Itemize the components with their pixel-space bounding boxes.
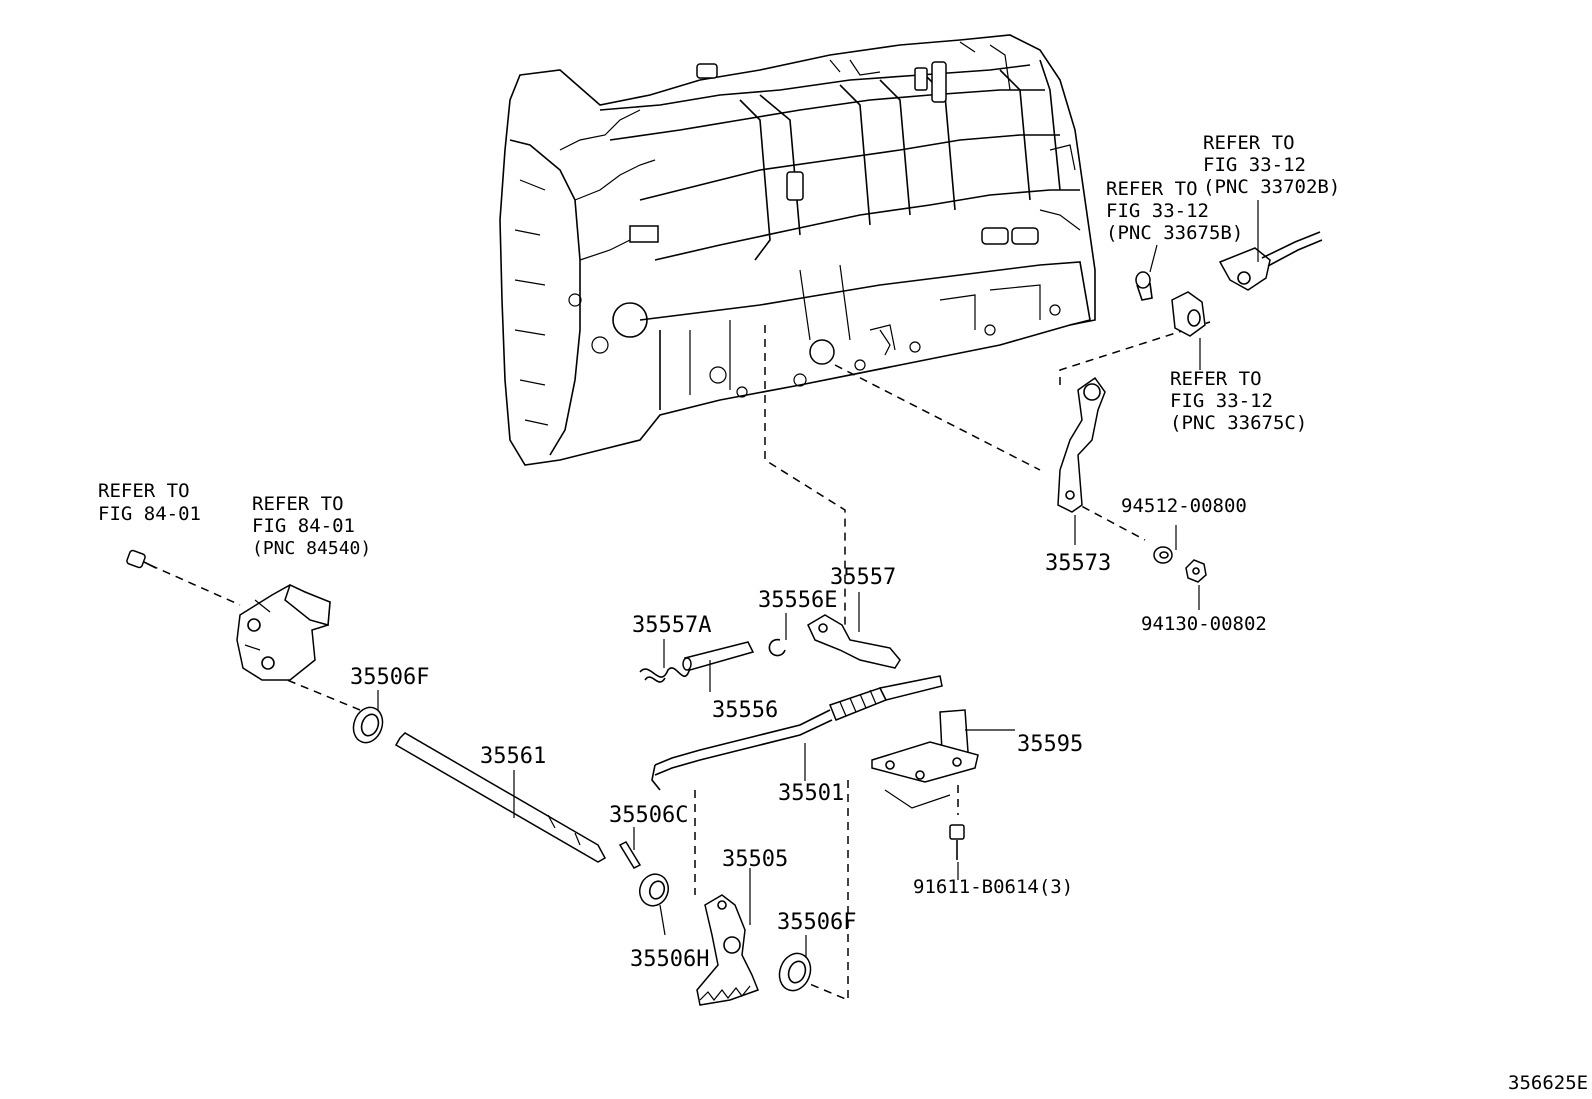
figure-id: 356625E xyxy=(1508,1072,1588,1094)
ref-33675c-line3: (PNC 33675C) xyxy=(1170,412,1307,434)
neutral-start-switch-drawing xyxy=(236,583,331,681)
bolt-icon xyxy=(126,549,157,569)
spring-35557a-drawing xyxy=(639,667,691,683)
part-91611-b0614: 91611-B0614(3) xyxy=(913,876,1073,898)
nut-94130-drawing xyxy=(1185,559,1207,583)
ref-33675b-line2: FIG 33-12 xyxy=(1106,200,1209,222)
ref-33702b-line3: (PNC 33702B) xyxy=(1203,176,1340,198)
bolt-91611-drawing xyxy=(949,785,965,860)
ref-84540-line2: FIG 84-01 xyxy=(252,515,355,537)
spring-pin-35506c-drawing xyxy=(618,841,642,869)
part-35556: 35556 xyxy=(712,698,778,723)
part-35595: 35595 xyxy=(1017,732,1083,757)
part-94130-00802: 94130-00802 xyxy=(1141,613,1267,635)
part-35557: 35557 xyxy=(830,565,896,590)
part-35561: 35561 xyxy=(480,744,546,769)
oil-seal-35506f-top-drawing xyxy=(352,706,384,744)
part-35556e: 35556E xyxy=(758,588,837,613)
part-35501: 35501 xyxy=(778,781,844,806)
ref-33675b-line3: (PNC 33675B) xyxy=(1106,222,1243,244)
bracket-35595-drawing xyxy=(871,709,979,809)
bushing-33675b-drawing xyxy=(1135,271,1153,301)
e-ring-35556e-drawing xyxy=(768,638,786,657)
assembly-lines xyxy=(149,321,1211,1002)
part-94512-00800: 94512-00800 xyxy=(1121,495,1247,517)
manual-detent-lever-35505-drawing xyxy=(696,894,759,1006)
part-number-labels: 35557 35557A 35556E 35556 35573 35506F 3… xyxy=(350,495,1267,972)
ref-33675c-line2: FIG 33-12 xyxy=(1170,390,1273,412)
collar-35506h-drawing xyxy=(639,873,669,907)
ref-84-01-line1: REFER TO xyxy=(98,480,190,502)
ref-84540-line1: REFER TO xyxy=(252,493,344,515)
leader-lines xyxy=(377,200,1259,958)
ref-33675b-line1: REFER TO xyxy=(1106,178,1198,200)
part-35505: 35505 xyxy=(722,847,788,872)
part-35506f-top: 35506F xyxy=(350,665,429,690)
lever-35573-drawing xyxy=(1057,376,1106,513)
part-35506f-bottom: 35506F xyxy=(777,910,856,935)
ref-33702b-line2: FIG 33-12 xyxy=(1203,154,1306,176)
pin-35556-drawing xyxy=(682,641,755,671)
part-35573: 35573 xyxy=(1045,551,1111,576)
ref-84-01-line2: FIG 84-01 xyxy=(98,503,201,525)
transmission-control-rod-35501-drawing xyxy=(651,675,943,791)
reference-callouts: REFER TO FIG 33-12 (PNC 33702B) REFER TO… xyxy=(98,132,1340,559)
ref-84540-line3: (PNC 84540) xyxy=(252,538,371,559)
lever-35557-drawing xyxy=(807,614,901,669)
manual-valve-shaft-35561-drawing xyxy=(394,732,607,863)
part-35506h: 35506H xyxy=(630,947,709,972)
oil-seal-35506f-bottom-drawing xyxy=(778,952,812,992)
part-35506c: 35506C xyxy=(609,803,688,828)
ref-33702b-line1: REFER TO xyxy=(1203,132,1295,154)
ref-33675c-line1: REFER TO xyxy=(1170,368,1262,390)
bushing-33675c-drawing xyxy=(1171,291,1206,337)
part-35557a: 35557A xyxy=(632,613,711,638)
transmission-case-drawing xyxy=(499,34,1096,466)
washer-94512-drawing xyxy=(1153,546,1173,564)
